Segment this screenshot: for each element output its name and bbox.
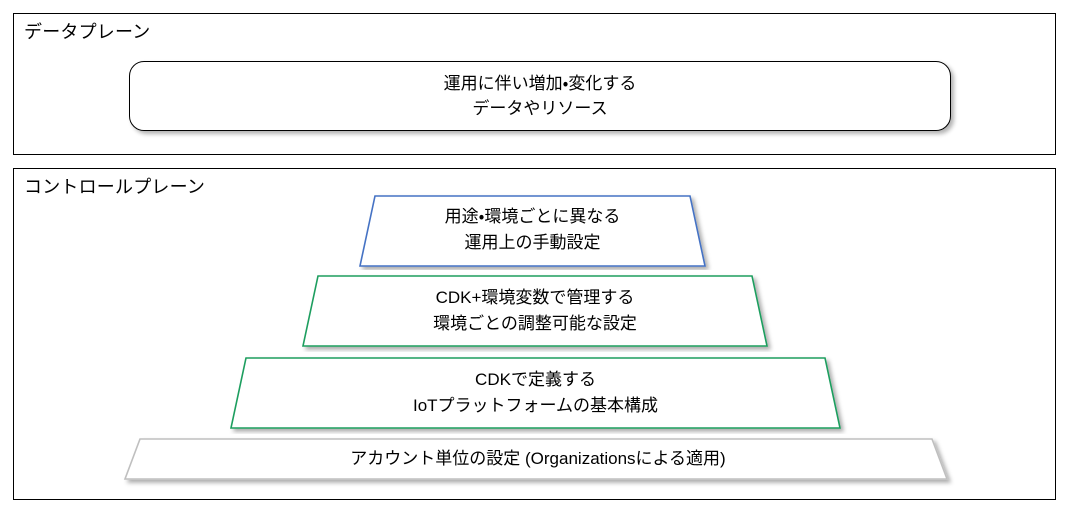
data-plane-label: データプレーン [24, 22, 151, 42]
pyramid-tier-3-shape [230, 357, 841, 429]
data-plane-box-line-1: 運用に伴い増加・変化する [443, 74, 637, 93]
data-plane-box-line-2: データやリソース [472, 99, 608, 118]
pyramid-tier-3: CDKで定義する IoTプラットフォームの基本構成 [218, 352, 853, 434]
data-plane-container: データプレーン 運用に伴い増加・変化する データやリソース [13, 13, 1056, 155]
data-plane-box: 運用に伴い増加・変化する データやリソース [129, 61, 951, 131]
pyramid-tier-2: CDK+環境変数で管理する 環境ごとの調整可能な設定 [290, 270, 780, 352]
pyramid-tier-1: 用途・環境ごとに異なる 運用上の手動設定 [345, 188, 720, 272]
pyramid-tier-4: アカウント単位の設定 (Organizationsによる適用) [118, 434, 958, 484]
control-plane-label: コントロールプレーン [24, 177, 206, 197]
pyramid-tier-2-shape [302, 275, 768, 347]
pyramid-tier-1-shape [359, 195, 706, 267]
pyramid-tier-4-shape [123, 438, 949, 480]
